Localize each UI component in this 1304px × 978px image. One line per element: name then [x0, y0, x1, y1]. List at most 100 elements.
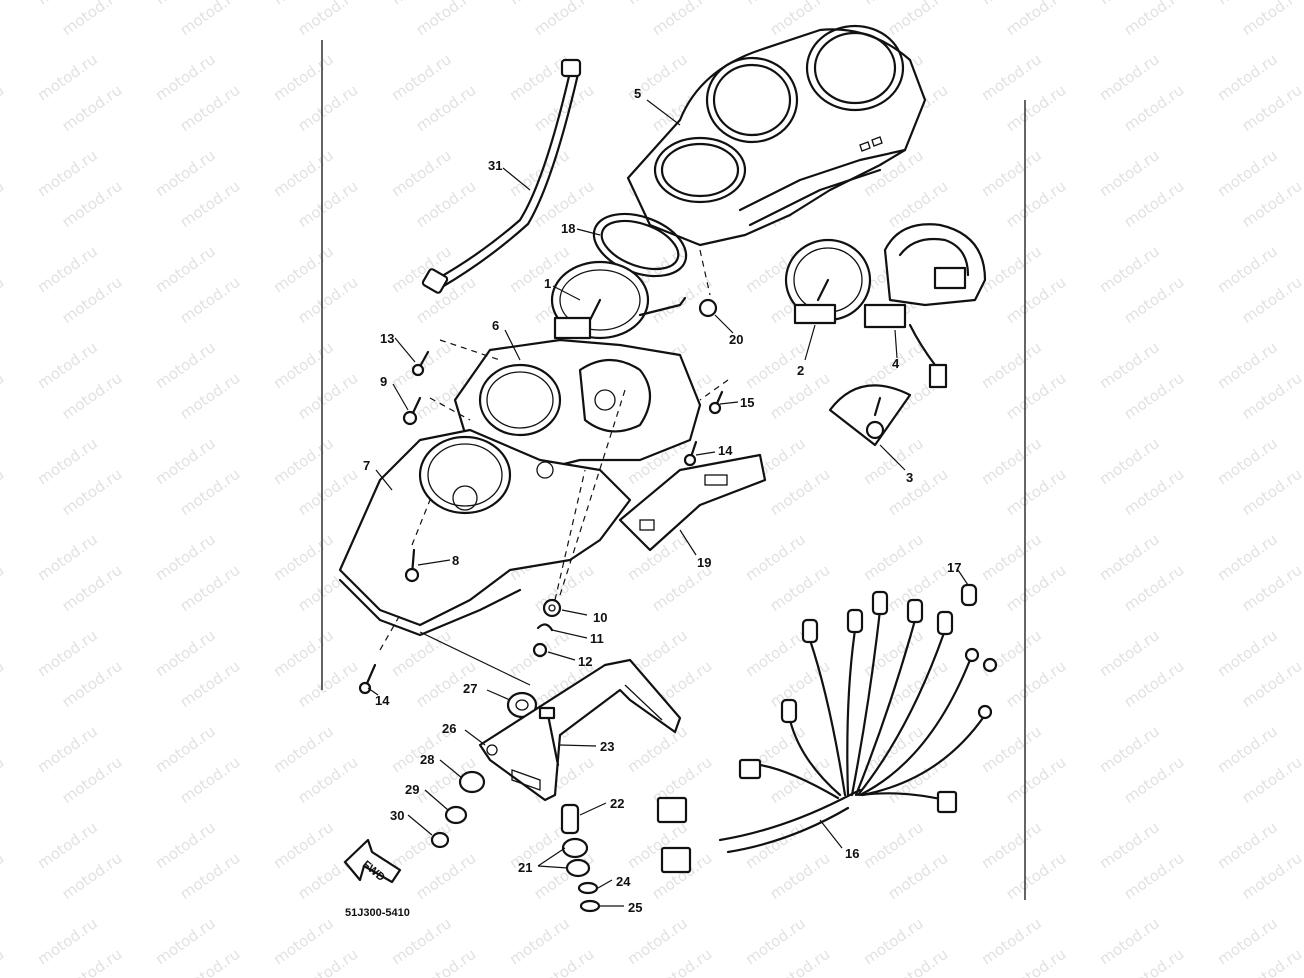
watermark-text: motod.ru [649, 0, 716, 39]
leader-lines [367, 99, 969, 907]
watermark-text: motod.ru [1239, 657, 1304, 711]
watermark-text: motod.ru [59, 561, 126, 615]
watermark-text: motod.ru [59, 657, 126, 711]
watermark-text: motod.ru [624, 722, 691, 776]
watermark-text: motod.ru [742, 530, 809, 584]
watermark-text: motod.ru [388, 242, 455, 296]
watermark-text: motod.ru [1003, 753, 1070, 807]
watermark-text: motod.ru [177, 465, 244, 519]
watermark-text: motod.ru [1121, 753, 1188, 807]
washer-10 [542, 598, 562, 618]
callout-6: 6 [492, 318, 499, 333]
watermark-text: motod.ru [152, 818, 219, 872]
callout-4: 4 [892, 356, 900, 371]
screw-9 [402, 396, 422, 426]
watermark-text: motod.ru [270, 50, 337, 104]
grommet-part [698, 298, 718, 318]
callout-5: 5 [634, 86, 641, 101]
watermark-text: motod.ru [1239, 465, 1304, 519]
watermark-text: motod.ru [270, 146, 337, 200]
watermark-text: motod.ru [1121, 369, 1188, 423]
watermark-text: motod.ru [1239, 369, 1304, 423]
watermark-text: motod.ru [0, 273, 7, 327]
callout-18: 18 [561, 221, 575, 236]
watermark-text: motod.ru [0, 753, 7, 807]
watermark-text: motod.ru [978, 434, 1045, 488]
watermark-text: motod.ru [1214, 338, 1281, 392]
watermark-text: motod.ru [767, 849, 834, 903]
watermark-text: motod.ru [1003, 849, 1070, 903]
callout-13: 13 [380, 331, 394, 346]
watermark-text: motod.ru [860, 914, 927, 968]
watermark-text: motod.ru [978, 914, 1045, 968]
watermark-text: motod.ru [388, 50, 455, 104]
watermark-text: motod.ru [177, 0, 244, 39]
callout-24: 24 [616, 874, 631, 889]
watermark-text: motod.ru [1096, 434, 1163, 488]
watermark-text: motod.ru [978, 338, 1045, 392]
watermark-text: motod.ru [1096, 530, 1163, 584]
watermark-text: motod.ru [1096, 146, 1163, 200]
watermark-text: motod.ru [1096, 818, 1163, 872]
watermark-text: motod.ru [885, 177, 952, 231]
watermark-text: motod.ru [1003, 465, 1070, 519]
watermark-text: motod.ru [59, 0, 126, 39]
collar-29 [444, 805, 468, 825]
watermark-text: motod.ru [152, 914, 219, 968]
damper-28 [458, 770, 486, 794]
watermark-text: motod.ru [295, 0, 362, 39]
watermark-text: motod.ru [177, 369, 244, 423]
callout-23: 23 [600, 739, 614, 754]
watermark-text: motod.ru [1003, 657, 1070, 711]
watermark-text: motod.ru [0, 465, 7, 519]
watermark-text: motod.ru [34, 146, 101, 200]
assembly-lines [379, 249, 729, 686]
watermark-text: motod.ru [1096, 338, 1163, 392]
callout-15: 15 [740, 395, 754, 410]
watermark-text: motod.ru [177, 657, 244, 711]
cover-strip-part [618, 453, 767, 552]
watermark-text: motod.ru [1096, 626, 1163, 680]
callout-22: 22 [610, 796, 624, 811]
callout-30: 30 [390, 808, 404, 823]
watermark-text: motod.ru [413, 849, 480, 903]
watermark-text: motod.ru [978, 626, 1045, 680]
callout-11: 11 [590, 631, 604, 646]
watermark-text: motod.ru [624, 914, 691, 968]
watermark-text: motod.ru [767, 465, 834, 519]
watermark-text: motod.ru [1096, 914, 1163, 968]
watermark-text: motod.ru [270, 818, 337, 872]
nut-30 [430, 831, 450, 849]
nut-25 [579, 899, 601, 913]
watermark-text: motod.ru [742, 626, 809, 680]
wire-harness-part [656, 590, 998, 874]
watermark-text: motod.ru [270, 434, 337, 488]
watermark-text: motod.ru [0, 561, 7, 615]
watermark-text: motod.ru [152, 146, 219, 200]
watermark-text: motod.ru [152, 530, 219, 584]
watermark-text: motod.ru [860, 818, 927, 872]
watermark-text: motod.ru [34, 626, 101, 680]
watermark-text: motod.ru [388, 914, 455, 968]
callout-31: 31 [488, 158, 502, 173]
watermark-text: motod.ru [1214, 434, 1281, 488]
callout-21: 21 [518, 860, 532, 875]
watermark-text: motod.ru [295, 273, 362, 327]
watermark-text: motod.ru [270, 530, 337, 584]
callout-29: 29 [405, 782, 419, 797]
watermark-text: motod.ru [152, 338, 219, 392]
watermark-text: motod.ru [59, 369, 126, 423]
watermark-text: motod.ru [1121, 465, 1188, 519]
callout-3: 3 [906, 470, 913, 485]
callout-14-upper: 14 [718, 443, 733, 458]
watermark-text: motod.ru [152, 434, 219, 488]
washer-24 [577, 881, 599, 895]
watermark-text: motod.ru [1239, 561, 1304, 615]
watermark-text: motod.ru [59, 849, 126, 903]
callout-8: 8 [452, 553, 459, 568]
callout-17: 17 [947, 560, 961, 575]
watermark-text: motod.ru [34, 530, 101, 584]
watermark-text: motod.ru [1096, 242, 1163, 296]
callout-9: 9 [380, 374, 387, 389]
